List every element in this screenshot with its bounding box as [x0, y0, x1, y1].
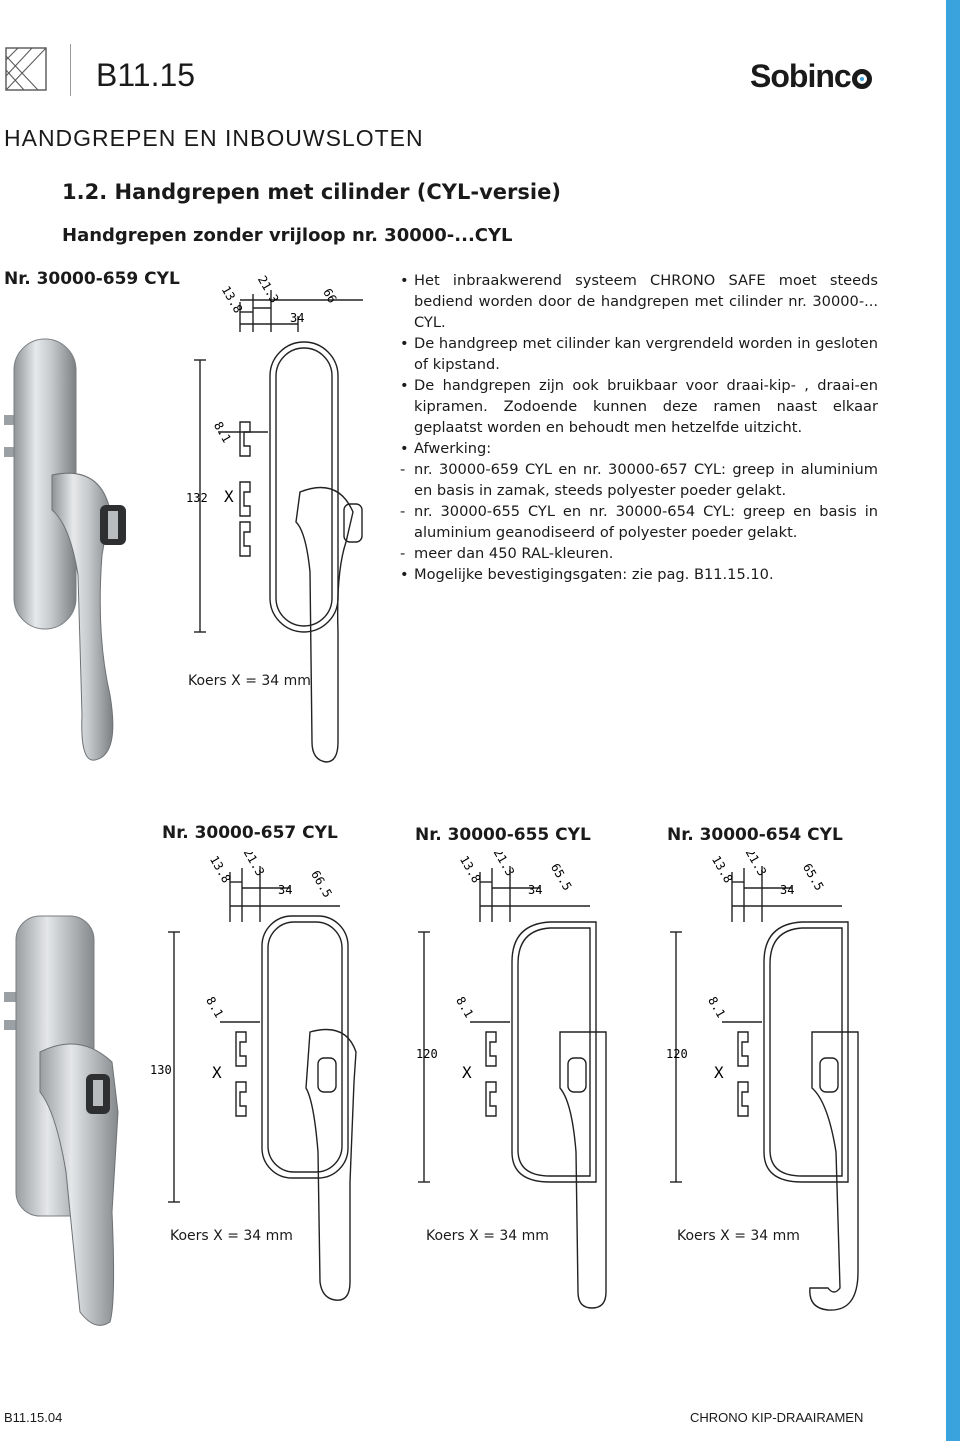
product-label-654: Nr. 30000-654 CYL — [667, 825, 843, 845]
dim-34: 34 — [290, 311, 304, 325]
dim-65-5: 65.5 — [800, 861, 827, 893]
bullet-3: De handgrepen zijn ook bruikbaar voor dr… — [400, 375, 878, 438]
handle-photo-657 — [4, 915, 119, 1326]
dim-height: 130 — [150, 1063, 172, 1077]
dim-66: 66 — [320, 286, 339, 306]
dim-13-8: 13.8 — [457, 853, 484, 885]
dim-34: 34 — [528, 883, 542, 897]
dash-item-2: -nr. 30000-655 CYL en nr. 30000-654 CYL:… — [400, 501, 878, 543]
architect-triangle-icon — [5, 47, 47, 91]
header-divider — [70, 44, 71, 96]
dash-text-3: meer dan 450 RAL-kleuren. — [414, 545, 614, 562]
dash-item-3: -meer dan 450 RAL-kleuren. — [400, 543, 878, 564]
dim-x: X — [714, 1063, 724, 1082]
dim-13-8: 13.8 — [709, 853, 736, 885]
page-code: B11.15 — [96, 57, 196, 93]
handle-photo-659 — [4, 338, 126, 761]
section-title: HANDGREPEN EN INBOUWSLOTEN — [4, 125, 424, 151]
dash-item-1: -nr. 30000-659 CYL en nr. 30000-657 CYL:… — [400, 459, 878, 501]
product-label-655: Nr. 30000-655 CYL — [415, 825, 591, 845]
bullet-1: Het inbraakwerend systeem CHRONO SAFE mo… — [400, 270, 878, 333]
bullet-2: De handgreep met cilinder kan vergrendel… — [400, 333, 878, 375]
dim-21-3: 21.3 — [743, 852, 770, 878]
technical-drawing-655: 13.8 21.3 34 65.5 8.1 120 X — [416, 852, 607, 1309]
product-label-657: Nr. 30000-657 CYL — [162, 823, 338, 843]
dim-21-3: 21.3 — [241, 852, 268, 878]
sobinco-logo: Sobinc — [750, 58, 872, 94]
dim-21-3: 21.3 — [491, 852, 518, 878]
footer-section: CHRONO KIP-DRAAIRAMEN — [690, 1410, 864, 1425]
bullet-4: Afwerking: — [400, 438, 878, 459]
koers-659: Koers X = 34 mm — [188, 673, 311, 689]
accent-side-bar — [946, 0, 960, 1441]
dim-8-1: 8.1 — [203, 994, 226, 1020]
dim-8-1: 8.1 — [211, 419, 234, 445]
dim-34: 34 — [278, 883, 292, 897]
koers-657: Koers X = 34 mm — [170, 1228, 293, 1244]
dim-height: 120 — [666, 1047, 688, 1061]
dim-66-5: 66.5 — [308, 868, 335, 900]
dim-height: 120 — [416, 1047, 438, 1061]
logo-ring-icon — [851, 69, 872, 89]
dash-mark: - — [400, 545, 406, 562]
dim-x: X — [212, 1063, 222, 1082]
dim-x: X — [462, 1063, 472, 1082]
dim-8-1: 8.1 — [453, 994, 476, 1020]
dash-mark: - — [400, 503, 406, 520]
dash-mark: - — [400, 461, 406, 478]
technical-drawing-657: 13.8 21.3 34 66.5 8.1 130 X — [150, 852, 357, 1301]
bullet-5: Mogelijke bevestigingsgaten: zie pag. B1… — [400, 564, 878, 585]
dim-65-5: 65.5 — [548, 861, 575, 893]
technical-drawing-654: 13.8 21.3 34 65.5 8.1 120 X — [666, 852, 859, 1311]
technical-drawing-659: 13.8 21.3 34 66 8.1 132 X — [186, 273, 363, 763]
sub-heading: 1.2. Handgrepen met cilinder (CYL-versie… — [62, 180, 561, 204]
sub-sub-heading: Handgrepen zonder vrijloop nr. 30000-...… — [62, 225, 513, 246]
koers-654: Koers X = 34 mm — [677, 1228, 800, 1244]
logo-text: Sobinc — [750, 58, 852, 94]
dash-text-1: nr. 30000-659 CYL en nr. 30000-657 CYL: … — [414, 461, 878, 499]
feature-list: Het inbraakwerend systeem CHRONO SAFE mo… — [400, 270, 878, 585]
dim-8-1: 8.1 — [705, 994, 728, 1020]
dim-height: 132 — [186, 491, 208, 505]
dim-13-8: 13.8 — [207, 853, 234, 885]
footer-page-ref: B11.15.04 — [4, 1410, 63, 1425]
dim-x: X — [224, 487, 234, 506]
dim-34: 34 — [780, 883, 794, 897]
product-label-659: Nr. 30000-659 CYL — [4, 269, 180, 289]
koers-655: Koers X = 34 mm — [426, 1228, 549, 1244]
dash-text-2: nr. 30000-655 CYL en nr. 30000-654 CYL: … — [414, 503, 878, 541]
